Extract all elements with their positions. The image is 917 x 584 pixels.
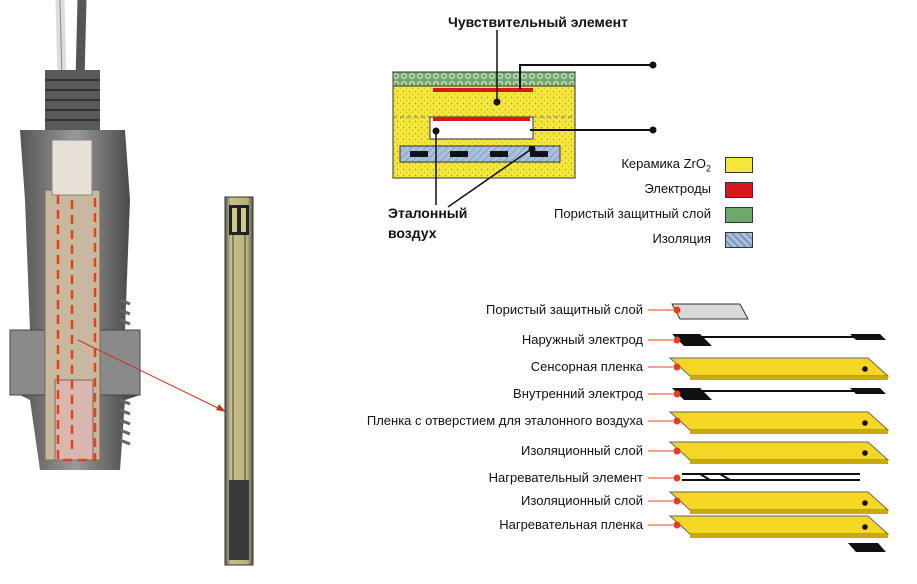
layer-marker-6 — [673, 474, 681, 482]
legend-label-electrodes: Электроды — [644, 181, 711, 196]
ceramic-swatch — [725, 157, 753, 173]
sensor-strip — [224, 196, 254, 566]
ceramic-plate-7 — [668, 491, 890, 511]
legend: Керамика ZrO2 Электроды Пористый защитны… — [500, 156, 755, 256]
layer-label-0: Пористый защитный слой — [486, 302, 643, 317]
layer-marker-5 — [673, 447, 681, 455]
ceramic-plate-4 — [668, 411, 890, 431]
ceramic-plate-5 — [668, 441, 890, 461]
layer-marker-8 — [673, 521, 681, 529]
reference-air-label-line1: Эталонный — [388, 205, 468, 221]
legend-item-insulation: Изоляция — [500, 231, 755, 249]
layer-label-7: Изоляционный слой — [521, 493, 643, 508]
via-hole-4 — [862, 420, 868, 426]
ceramic-plate-8 — [668, 515, 890, 535]
sensing-element-label: Чувствительный элемент — [448, 14, 628, 30]
legend-item-electrodes: Электроды — [500, 181, 755, 199]
legend-item-ceramic: Керамика ZrO2 — [500, 156, 755, 174]
ceramic-plate-edge-8 — [690, 534, 888, 538]
legend-label-porous: Пористый защитный слой — [554, 206, 711, 221]
layer-label-2: Сенсорная пленка — [530, 359, 643, 374]
layer-marker-0 — [673, 306, 681, 314]
layer-label-8: Нагревательная пленка — [499, 517, 643, 532]
cross-section-diagram — [392, 30, 657, 208]
insulation-swatch — [725, 232, 753, 248]
bottom-contact-pad — [848, 543, 886, 552]
via-hole-5 — [862, 450, 868, 456]
layer-label-1: Наружный электрод — [521, 332, 643, 347]
via-hole-8 — [862, 524, 868, 530]
layer-marker-1 — [673, 336, 681, 344]
ceramic-plate-edge-5 — [690, 460, 888, 464]
layer-label-6: Нагревательный элемент — [488, 470, 643, 485]
layer-label-3: Внутренний электрод — [513, 386, 643, 401]
oxygen-sensor-cutaway — [9, 0, 141, 470]
electrode-contact-1 — [850, 334, 886, 340]
porous-layer-plate — [671, 303, 749, 320]
layer-marker-7 — [673, 497, 681, 505]
layer-label-4: Пленка с отверстием для эталонного возду… — [366, 413, 643, 428]
electrode-contact-3 — [850, 388, 886, 394]
heater-element-trace — [682, 473, 860, 481]
legend-item-porous: Пористый защитный слой — [500, 206, 755, 224]
layer-marker-2 — [673, 363, 681, 371]
via-hole-7 — [862, 500, 868, 506]
layer-label-5: Изоляционный слой — [521, 443, 643, 458]
electrode-swatch — [725, 182, 753, 198]
legend-label-insulation: Изоляция — [652, 231, 711, 246]
legend-label-ceramic: Керамика ZrO2 — [621, 156, 711, 174]
ceramic-plate-edge-2 — [690, 376, 888, 380]
ceramic-plate-edge-4 — [690, 430, 888, 434]
porous-swatch — [725, 207, 753, 223]
exploded-layer-stack — [648, 303, 890, 552]
via-hole-2 — [862, 366, 868, 372]
reference-air-label-line2: воздух — [388, 225, 437, 241]
layer-marker-3 — [673, 390, 681, 398]
layer-marker-4 — [673, 417, 681, 425]
ceramic-plate-edge-7 — [690, 510, 888, 514]
detail-pointer-arrow — [77, 339, 226, 412]
ceramic-plate-2 — [668, 357, 890, 377]
